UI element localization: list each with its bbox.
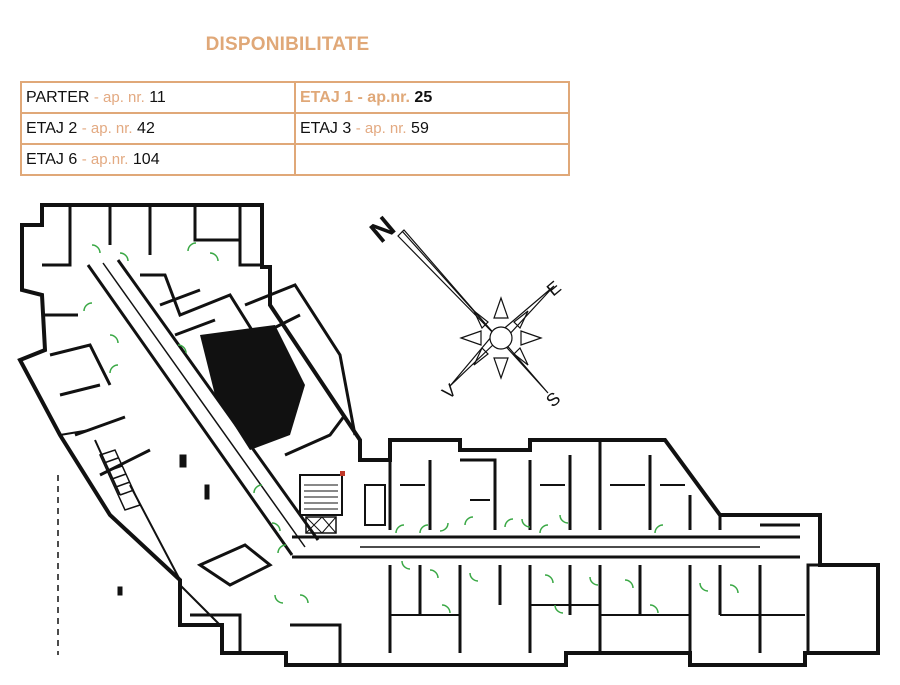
apartment-prefix: - ap.nr.	[81, 150, 129, 168]
table-row: PARTER - ap. nr. 11 ETAJ 1 - ap.nr. 25	[20, 81, 570, 114]
apartment-prefix: - ap.nr.	[357, 88, 410, 106]
apartment-number: 104	[132, 150, 160, 168]
level-label: ETAJ 1	[300, 88, 354, 106]
apartment-number: 42	[137, 119, 155, 137]
apartment-number: 11	[149, 88, 166, 106]
availability-cell: ETAJ 2 - ap. nr. 42	[20, 112, 296, 145]
level-label: ETAJ 3	[300, 119, 352, 137]
compass-rose: N E S V	[364, 210, 565, 408]
availability-table: PARTER - ap. nr. 11 ETAJ 1 - ap.nr. 25 E…	[20, 81, 570, 176]
availability-cell: ETAJ 6 - ap.nr. 104	[20, 143, 296, 176]
level-label: ETAJ 2	[26, 119, 78, 137]
level-label: ETAJ 6	[26, 150, 78, 168]
floor-plan	[17, 203, 880, 667]
apartment-number: 25	[414, 88, 433, 106]
availability-cell: PARTER - ap. nr. 11	[20, 81, 296, 114]
apartment-prefix: - ap. nr.	[355, 119, 407, 137]
table-row: ETAJ 6 - ap.nr. 104	[20, 143, 570, 176]
table-row: ETAJ 2 - ap. nr. 42 ETAJ 3 - ap. nr. 59	[20, 112, 570, 145]
apartment-prefix: - ap. nr.	[81, 119, 133, 137]
availability-cell-empty	[294, 143, 570, 176]
availability-cell: ETAJ 3 - ap. nr. 59	[294, 112, 570, 145]
page-title: DISPONIBILITATE	[205, 34, 370, 55]
apartment-number: 59	[411, 119, 429, 137]
level-label: PARTER	[26, 88, 90, 106]
apartment-prefix: - ap. nr.	[93, 88, 145, 106]
availability-cell-highlighted: ETAJ 1 - ap.nr. 25	[294, 81, 570, 114]
